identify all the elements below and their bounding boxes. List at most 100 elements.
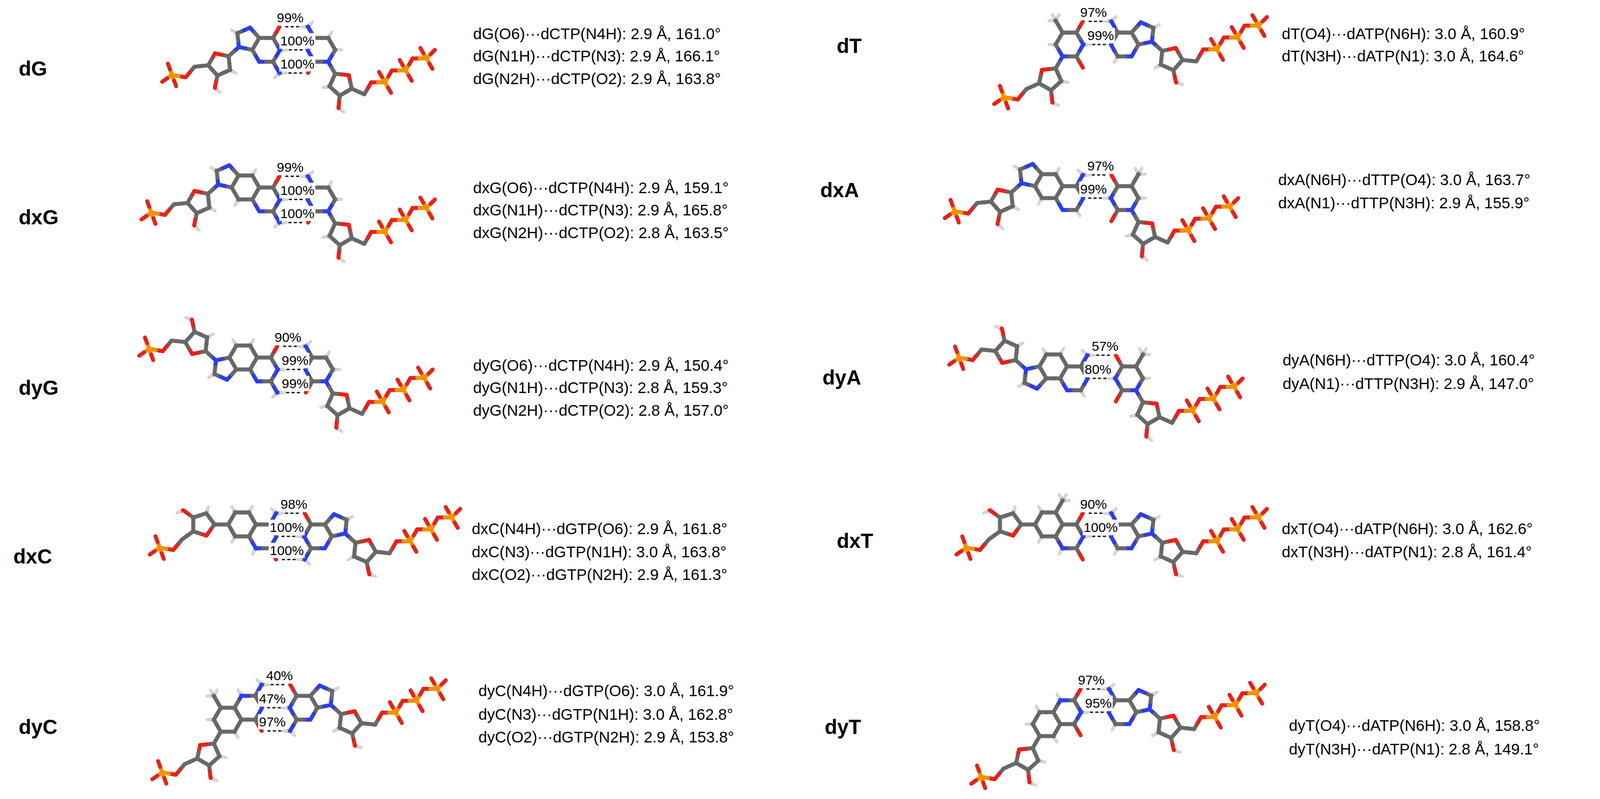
bond-stick	[1049, 43, 1053, 47]
bond-stick	[332, 73, 336, 81]
hydrogen-bond-dash	[1096, 354, 1112, 357]
bond-stick	[1079, 21, 1083, 28]
bond-stick	[1262, 16, 1268, 22]
occupancy-percent: 97%	[1079, 4, 1108, 21]
bond-stick	[332, 223, 336, 230]
bond-stick	[1032, 748, 1036, 755]
bond-stick	[1059, 180, 1063, 187]
bond-stick	[372, 575, 376, 576]
bond-stick	[1240, 42, 1244, 49]
occupancy-percent: 40%	[265, 668, 294, 684]
bond-stick	[256, 679, 260, 682]
base-pair-model	[149, 506, 461, 576]
base-pair-model	[139, 317, 433, 432]
bond-stick	[418, 367, 422, 373]
bond-stick	[236, 734, 239, 738]
bond-stick	[1161, 542, 1163, 550]
bond-stick	[1038, 538, 1041, 542]
bond-stick	[1140, 402, 1143, 409]
hydrogen-bond-dash	[288, 198, 304, 201]
bond-stick	[1018, 384, 1022, 387]
bond-stick	[1055, 738, 1058, 742]
bond-stick	[283, 729, 287, 733]
bond-stick	[1041, 761, 1045, 762]
bond-stick	[956, 550, 962, 555]
hbond-geometry: dT(N3H)···dATP(N1): 3.0 Å, 164.6°	[1281, 47, 1524, 65]
bond-stick	[1131, 27, 1137, 33]
hbond-geometry: dxC(N4H)···dGTP(O6): 2.9 Å, 161.8°	[471, 519, 728, 538]
base-pair-model	[994, 14, 1268, 109]
hbond-geometry: dT(O4)···dATP(N6H): 3.0 Å, 160.9°	[1281, 24, 1525, 43]
bond-stick	[961, 363, 964, 369]
bond-stick	[208, 375, 212, 378]
bond-stick	[177, 511, 181, 513]
bond-stick	[962, 536, 965, 543]
nucleoside-label: dxT	[836, 529, 874, 553]
occupancy-percent: 97%	[1086, 158, 1115, 175]
bond-stick	[272, 394, 275, 397]
bond-stick	[1063, 360, 1068, 367]
bond-stick	[157, 761, 161, 767]
hbond-geometry: dyA(N6H)···dTTP(O4): 3.0 Å, 160.4°	[1282, 351, 1535, 369]
hbond-geometry: dyG(O6)···dCTP(N4H): 2.9 Å, 150.4°	[473, 356, 729, 375]
bond-stick	[196, 227, 200, 230]
bond-stick	[994, 100, 1000, 105]
bond-stick	[1049, 19, 1053, 23]
bond-stick	[1238, 710, 1242, 716]
bond-stick	[1114, 550, 1117, 554]
nucleoside-label: dyC	[18, 715, 58, 739]
bond-stick	[427, 383, 431, 389]
bond-stick	[1108, 712, 1113, 718]
bond-stick	[1154, 558, 1158, 560]
bond-stick	[353, 739, 355, 746]
bond-stick	[210, 518, 215, 525]
bond-stick	[997, 218, 999, 225]
bond-stick	[1144, 348, 1147, 352]
bond-stick	[1237, 392, 1241, 398]
bond-stick	[214, 695, 218, 702]
bond-stick	[455, 508, 461, 514]
bond-stick	[1077, 729, 1081, 736]
bond-stick	[944, 214, 950, 219]
bond-stick	[1065, 498, 1070, 503]
bond-stick	[1211, 223, 1216, 230]
bond-stick	[1037, 169, 1042, 175]
occupancy-percent: 100%	[1082, 519, 1119, 536]
hydrogen-bond-dash	[1084, 688, 1101, 690]
bond-stick	[214, 81, 217, 88]
bond-stick	[1182, 220, 1186, 226]
occupancy-percent: 100%	[279, 182, 316, 199]
bond-stick	[1176, 750, 1180, 752]
occupancy-percent: 99%	[275, 159, 305, 176]
bond-stick	[968, 553, 971, 559]
bond-stick	[307, 341, 311, 344]
hydrogen-bond-dash	[284, 512, 301, 515]
bond-stick	[976, 765, 980, 772]
bond-stick	[164, 777, 167, 784]
occupancy-percent: 99%	[275, 10, 305, 26]
nucleoside-label: dxA	[820, 178, 859, 203]
hbond-geometry: dxC(O2)···dGTP(N2H): 2.9 Å, 161.3°	[471, 565, 728, 584]
hbond-geometry: dxT(N3H)···dATP(N1): 2.8 Å, 161.4°	[1281, 542, 1532, 561]
bond-stick	[174, 80, 177, 87]
bond-stick	[336, 421, 337, 428]
bond-stick	[1109, 688, 1113, 695]
bond-stick	[1240, 534, 1244, 540]
occupancy-percent: 99%	[280, 352, 310, 369]
bond-stick	[430, 49, 436, 55]
bond-stick	[338, 48, 343, 52]
hydrogen-bond-dash	[1091, 174, 1108, 176]
bond-stick	[1103, 196, 1108, 200]
bond-stick	[276, 199, 280, 206]
bond-stick	[274, 224, 277, 227]
bond-stick	[145, 337, 148, 344]
hydrogen-bond-dash	[1086, 20, 1103, 23]
bond-stick	[1104, 511, 1108, 515]
bond-stick	[153, 218, 156, 224]
bond-stick	[207, 506, 209, 511]
bond-stick	[420, 197, 424, 203]
nucleoside-label: dT	[836, 34, 862, 58]
bond-stick	[300, 25, 305, 29]
bond-stick	[1084, 378, 1088, 385]
bond-stick	[1077, 170, 1081, 173]
